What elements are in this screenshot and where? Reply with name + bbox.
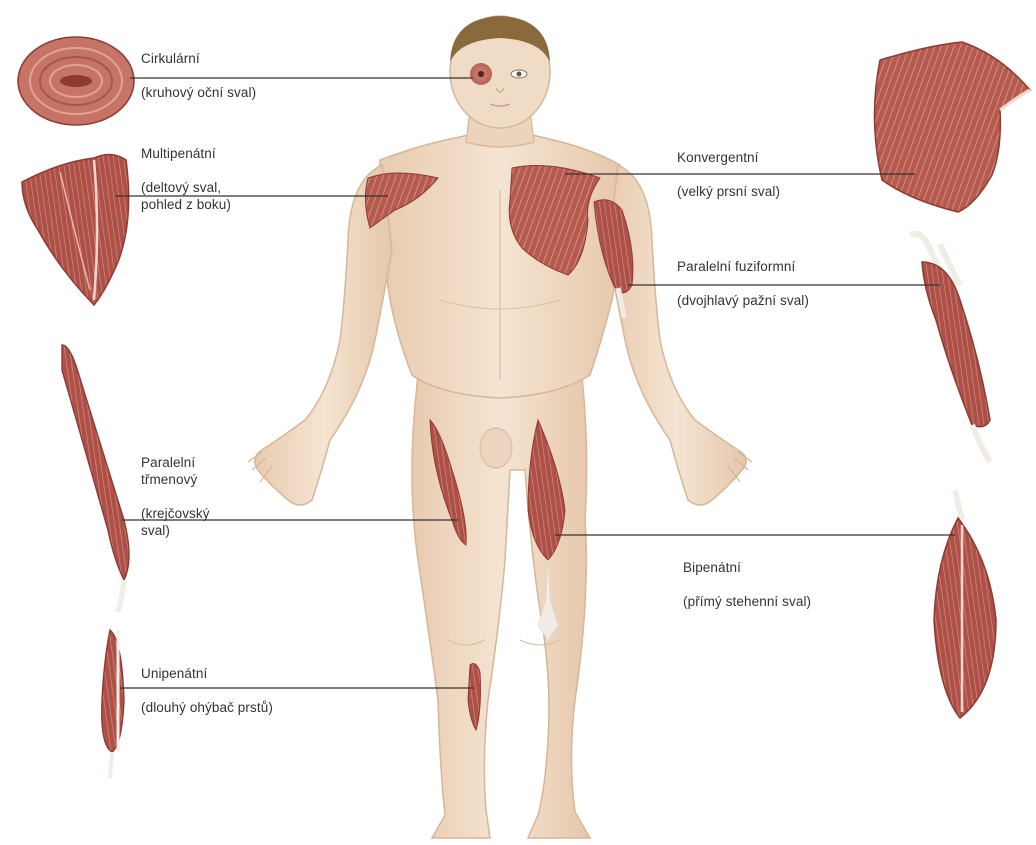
label-parallel-strap-detail: (krejčovský sval) bbox=[141, 505, 210, 539]
sartorius-illustration bbox=[62, 345, 129, 612]
label-parallel-strap-title: Paralelní třmenový bbox=[141, 454, 210, 488]
label-bipennate-detail: (přímý stehenní sval) bbox=[683, 593, 811, 610]
biceps-illustration bbox=[910, 234, 990, 462]
label-unipennate-detail: (dlouhý ohýbač prstů) bbox=[141, 699, 273, 716]
label-circular-detail: (kruhový oční sval) bbox=[141, 84, 256, 101]
pectoralis-major-illustration bbox=[874, 42, 1030, 212]
label-multipennate-title: Multipenátní bbox=[141, 145, 231, 162]
label-bipennate-title: Bipenátní bbox=[683, 559, 811, 576]
label-unipennate: Unipenátní (dlouhý ohýbač prstů) bbox=[141, 648, 273, 733]
label-convergent: Konvergentní (velký prsní sval) bbox=[677, 132, 780, 217]
label-bipennate: Bipenátní (přímý stehenní sval) bbox=[683, 542, 811, 627]
label-multipennate-detail: (deltový sval, pohled z boku) bbox=[141, 179, 231, 213]
label-multipennate: Multipenátní (deltový sval, pohled z bok… bbox=[141, 128, 231, 230]
flexor-digitorum-longus-illustration bbox=[102, 630, 124, 778]
label-circular-title: Cirkulární bbox=[141, 50, 256, 67]
label-parallel-fusiform: Paralelní fuziformní (dvojhlavý pažní sv… bbox=[677, 241, 809, 326]
label-convergent-title: Konvergentní bbox=[677, 149, 780, 166]
label-parallel-fusiform-detail: (dvojhlavý pažní sval) bbox=[677, 292, 809, 309]
label-unipennate-title: Unipenátní bbox=[141, 665, 273, 682]
rectus-femoris-illustration bbox=[934, 490, 996, 718]
label-convergent-detail: (velký prsní sval) bbox=[677, 183, 780, 200]
deltoid-illustration bbox=[22, 154, 129, 305]
label-parallel-fusiform-title: Paralelní fuziformní bbox=[677, 258, 809, 275]
label-parallel-strap: Paralelní třmenový (krejčovský sval) bbox=[141, 437, 210, 556]
label-circular: Cirkulární (kruhový oční sval) bbox=[141, 33, 256, 118]
orbicularis-oculi-illustration bbox=[18, 37, 134, 125]
